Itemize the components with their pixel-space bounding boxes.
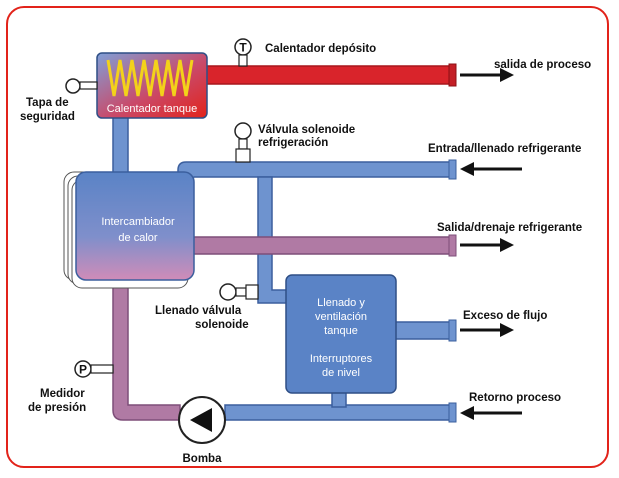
safety-cap-icon [65,78,98,94]
heater-tank-label: Calentador tanque [107,103,198,115]
pipe-end-cap [448,234,457,257]
pipe-end-cap [448,63,457,87]
fill-solenoid-label-1: Llenado válvula [155,305,242,317]
pump-icon [178,396,226,444]
pipe-end-cap [448,402,457,423]
hot-process-pipe [204,65,454,85]
process-output-label: salida de proceso [494,59,591,71]
process-return-label: Retorno proceso [469,392,561,404]
pressure-gauge-label-1: Medidor [40,388,85,400]
heater-coil [106,59,194,97]
svg-text:T: T [239,41,247,55]
heat-exchanger-label-2: de calor [118,232,157,244]
fill-tank-label-1: Llenado y [317,297,365,309]
fill-solenoid-valve-icon [219,283,259,301]
heat-exchanger [63,171,195,289]
coolant-solenoid-label-1: Válvula solenoide [258,124,355,136]
coolant-solenoid-valve-icon [234,122,252,163]
overflow-label: Exceso de flujo [463,310,547,322]
thermometer-icon: T [234,38,252,67]
safety-cap-label-1: Tapa de [26,97,69,109]
pump-label: Bomba [183,453,223,465]
return-loop-pipe [112,271,181,421]
arrow-overflow [460,323,514,337]
level-switch-label-2: de nivel [322,367,360,379]
tank-heater-label: Calentador depósito [265,43,376,55]
level-switch-label-1: Interruptores [310,353,373,365]
fill-solenoid-label-2: solenoide [195,319,249,331]
arrow-coolant-in [460,162,522,176]
arrow-process-return [460,406,522,420]
overflow-pipe [394,321,454,340]
pressure-gauge-label-2: de presión [28,402,86,414]
coolant-drain-pipe [189,236,454,255]
pipe-end-cap [448,159,457,180]
safety-cap-label-2: seguridad [20,111,75,123]
pipe-end-cap [448,319,457,342]
coolant-drain-label: Salida/drenaje refrigerante [437,222,582,234]
fill-vent-tank [285,274,397,394]
fill-tank-label-3: tanque [324,325,358,337]
pressure-gauge-icon: P [74,360,114,378]
fill-tank-label-2: ventilación [315,311,367,323]
coolant-inlet-label: Entrada/llenado refrigerante [428,143,581,155]
coolant-solenoid-label-2: refrigeración [258,137,328,149]
coolant-inlet-pipe [177,161,454,191]
arrow-coolant-drain [460,238,514,252]
diagram-frame [6,6,609,468]
svg-text:P: P [79,363,87,377]
heat-exchanger-label-1: Intercambiador [101,216,175,228]
arrow-process-out [460,68,514,82]
